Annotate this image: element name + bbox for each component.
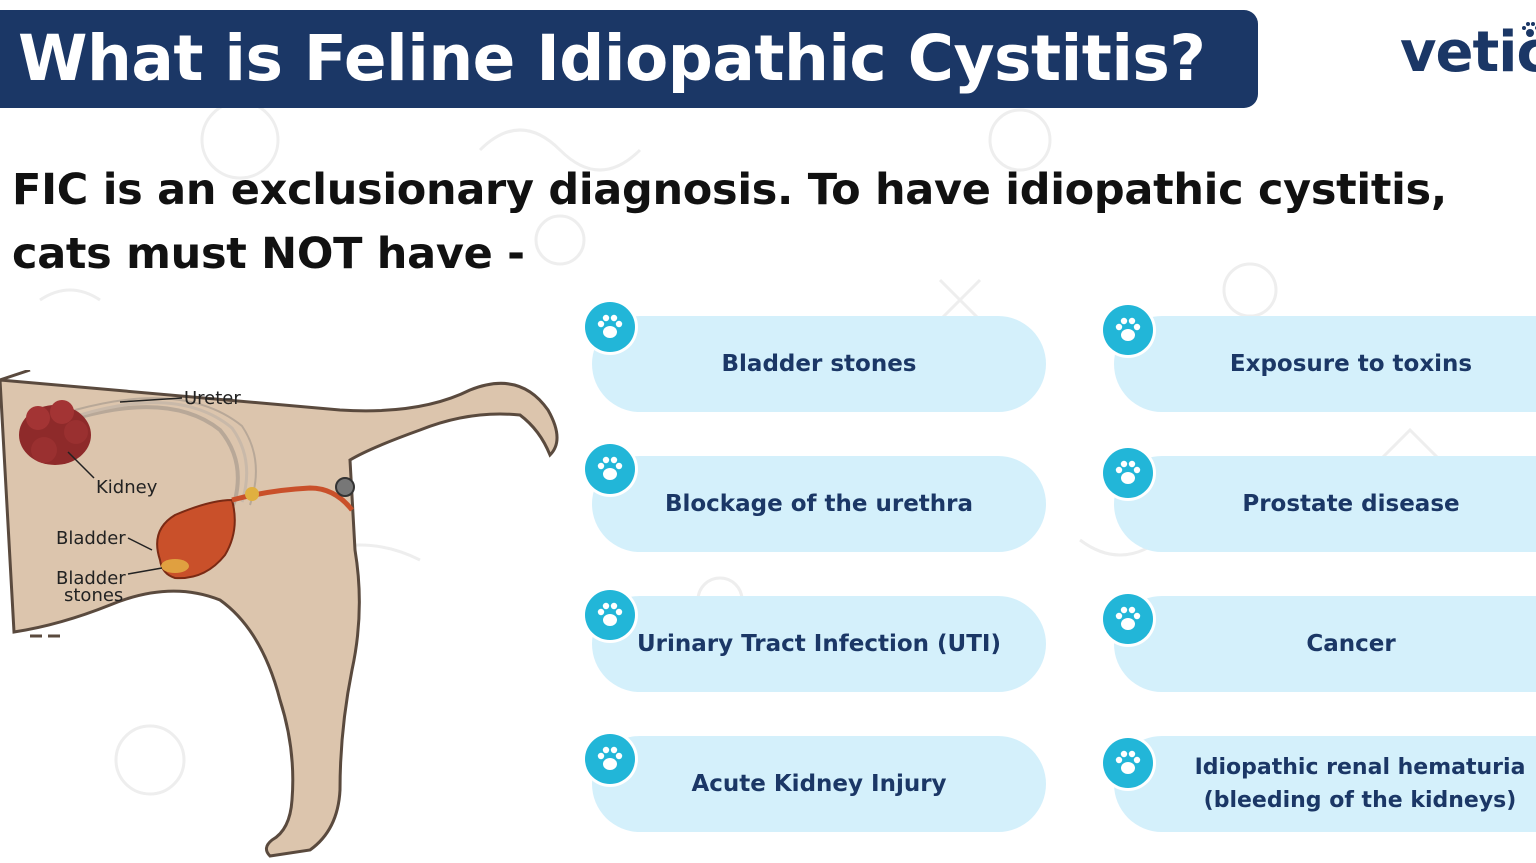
condition-pill: Prostate disease: [1114, 456, 1536, 552]
condition-label: Urinary Tract Infection (UTI): [637, 630, 1001, 657]
condition-label: Bladder stones: [721, 350, 917, 377]
cat-body-silhouette: [0, 378, 559, 858]
title-bar: What is Feline Idiopathic Cystitis?: [0, 10, 1258, 108]
condition-pill: Idiopathic renal hematuria (bleeding of …: [1114, 736, 1536, 832]
condition-label: Exposure to toxins: [1229, 350, 1473, 377]
kidney-shape: [19, 400, 91, 465]
condition-pill: Urinary Tract Infection (UTI): [592, 596, 1046, 692]
logo-text: vetic: [1400, 20, 1536, 85]
condition-pill: Bladder stones: [592, 316, 1046, 412]
paw-icon: [585, 444, 635, 494]
cat-urinary-anatomy-illustration: Ureter Kidney Bladder Bladder stones: [0, 370, 559, 858]
condition-pill: Acute Kidney Injury: [592, 736, 1046, 832]
paw-icon: [1522, 22, 1536, 37]
paw-icon: [585, 590, 635, 640]
page-title: What is Feline Idiopathic Cystitis?: [18, 22, 1206, 95]
condition-label: Acute Kidney Injury: [691, 770, 947, 797]
label-bladder-stones-line1: Bladder: [56, 568, 126, 589]
label-kidney: Kidney: [96, 477, 158, 498]
paw-icon: [1103, 305, 1153, 355]
condition-label: Blockage of the urethra: [664, 490, 974, 517]
condition-label: Prostate disease: [1242, 490, 1460, 517]
intro-text: FIC is an exclusionary diagnosis. To hav…: [12, 165, 1447, 279]
paw-icon: [1103, 594, 1153, 644]
condition-pill: Blockage of the urethra: [592, 456, 1046, 552]
paw-icon: [1103, 738, 1153, 788]
condition-pill: Cancer: [1114, 596, 1536, 692]
paw-icon: [585, 734, 635, 784]
label-ureter: Ureter: [184, 388, 241, 409]
label-bladder: Bladder: [56, 528, 126, 549]
condition-pill: Exposure to toxins: [1114, 316, 1536, 412]
bladder-shape: [156, 498, 236, 580]
condition-label: Idiopathic renal hematuria (bleeding of …: [1194, 755, 1526, 813]
paw-icon: [585, 302, 635, 352]
paw-icon: [1103, 448, 1153, 498]
label-bladder-stones-line2: stones: [64, 585, 123, 606]
condition-label: Cancer: [1306, 630, 1396, 657]
vetic-logo: vetic: [1400, 14, 1536, 94]
